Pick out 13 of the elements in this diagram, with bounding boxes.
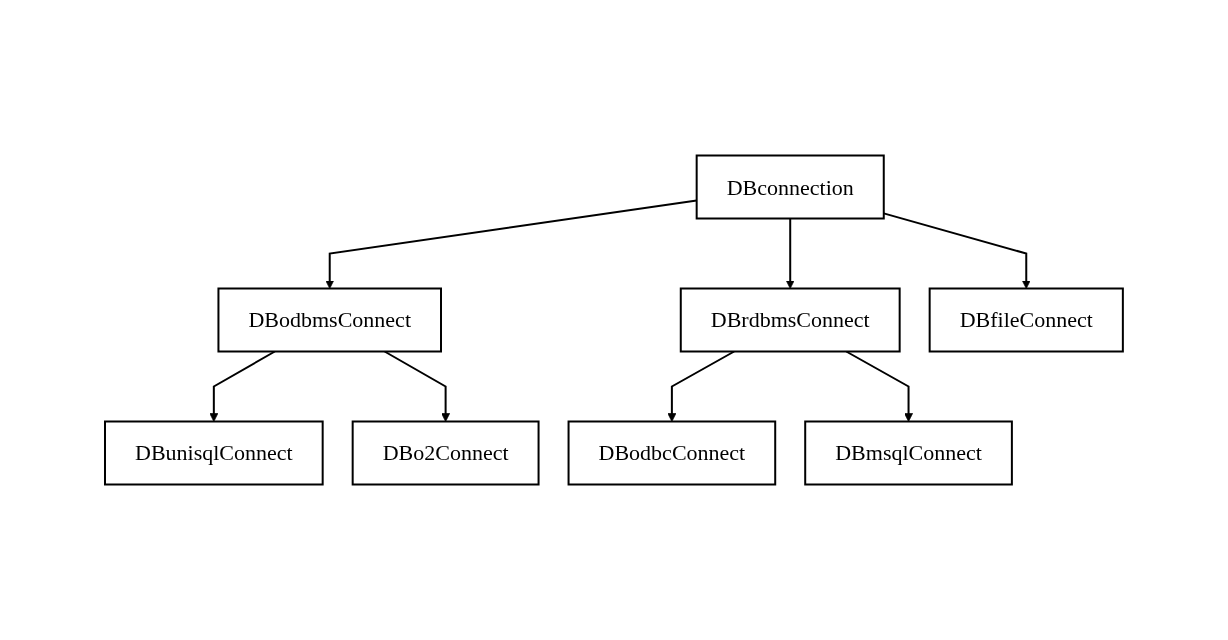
node-box: DBconnection: [695, 154, 885, 220]
arrow: [667, 350, 736, 422]
node-box: DBodbmsConnect: [217, 287, 443, 353]
node-box: DBfileConnect: [928, 287, 1124, 353]
arrow: [383, 350, 451, 422]
arrow: [845, 350, 913, 422]
node-box: DBo2Connect: [351, 420, 540, 486]
node-box: DBrdbmsConnect: [679, 287, 901, 353]
arrow: [785, 217, 795, 289]
node-box: DBunisqlConnect: [104, 420, 324, 486]
node-box: DBodbcConnect: [567, 420, 777, 486]
node-box: DBmsqlConnect: [804, 420, 1013, 486]
arrow: [209, 350, 276, 422]
